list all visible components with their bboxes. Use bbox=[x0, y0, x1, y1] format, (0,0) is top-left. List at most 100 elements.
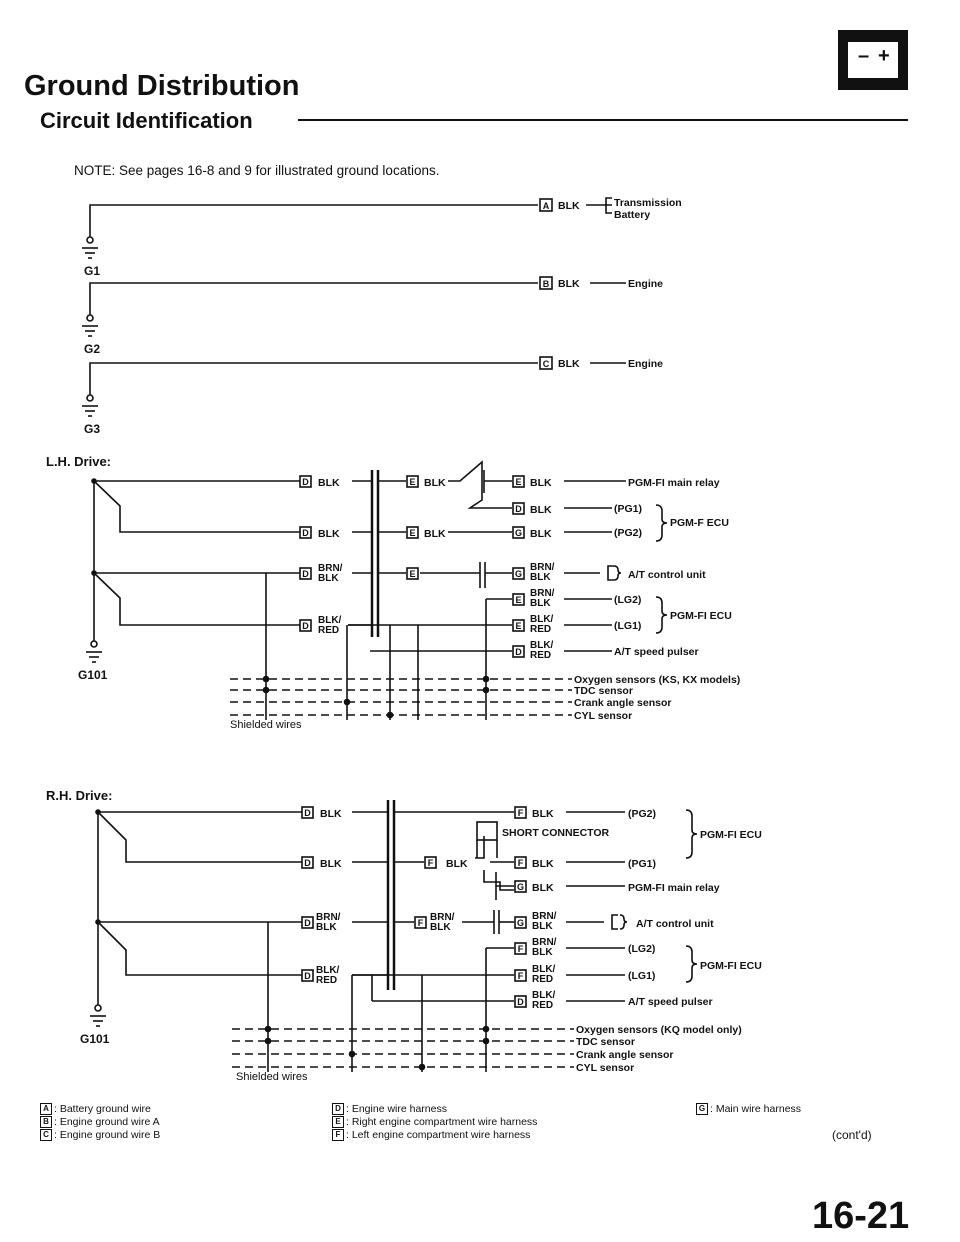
g1-wire: BLK bbox=[558, 200, 580, 212]
lh-mid-wire: BLK bbox=[424, 477, 446, 489]
lh-right-wire: RED bbox=[530, 624, 551, 635]
legend-item: C: Engine ground wire B bbox=[40, 1129, 160, 1142]
lh-wire: RED bbox=[318, 625, 339, 636]
lh-right-wire: BLK bbox=[530, 504, 552, 516]
rh-wire: BLK/ bbox=[316, 965, 340, 976]
rh-dest: A/T control unit bbox=[636, 918, 714, 930]
lh-right-wire: BLK bbox=[530, 572, 551, 583]
legend-col-1: A: Battery ground wire B: Engine ground … bbox=[40, 1103, 160, 1142]
rh-right-wire: BLK bbox=[532, 858, 554, 870]
g2-label: G2 bbox=[84, 342, 101, 356]
lh-left-code: D bbox=[302, 528, 309, 538]
note-text: NOTE: See pages 16-8 and 9 for illustrat… bbox=[74, 163, 440, 178]
lh-left-code: D bbox=[302, 569, 309, 579]
lh-shielded-label: Shielded wires bbox=[230, 719, 302, 731]
lh-mid-wire: BLK bbox=[424, 528, 446, 540]
lh-dest: (LG1) bbox=[614, 620, 641, 632]
lh-wire: BRN/ bbox=[318, 563, 343, 574]
rh-dest: (PG2) bbox=[628, 808, 656, 820]
legend-item: F: Left engine compartment wire harness bbox=[332, 1129, 537, 1142]
code-c: C bbox=[543, 359, 550, 369]
rh-shield: Oxygen sensors (KQ model only) bbox=[576, 1024, 742, 1036]
lh-mid-code: E bbox=[409, 569, 415, 579]
rh-left-code: D bbox=[304, 858, 311, 868]
page-title: Ground Distribution bbox=[24, 70, 300, 102]
lh-right-wire: BRN/ bbox=[530, 562, 555, 573]
lh-shield: CYL sensor bbox=[574, 710, 632, 722]
g2-dest: Engine bbox=[628, 278, 663, 290]
g3-label: G3 bbox=[84, 422, 101, 436]
rh-shield: CYL sensor bbox=[576, 1062, 634, 1074]
rh-drive-circuit bbox=[90, 800, 698, 1072]
page-number: 16-21 bbox=[812, 1195, 910, 1237]
battery-icon: – + bbox=[838, 30, 908, 90]
lh-dest: A/T control unit bbox=[628, 569, 706, 581]
lh-drive-heading: L.H. Drive: bbox=[46, 454, 112, 469]
rh-mid-wire: BLK bbox=[430, 922, 451, 933]
rh-dest: PGM-FI ECU bbox=[700, 960, 762, 972]
g1-dest-transmission: Transmission bbox=[614, 197, 682, 209]
ground-g1 bbox=[82, 197, 612, 259]
g1-dest-battery: Battery bbox=[614, 209, 650, 221]
rh-dest: (LG2) bbox=[628, 943, 655, 955]
legend-col-3: G: Main wire harness bbox=[696, 1103, 801, 1116]
rh-short-connector: SHORT CONNECTOR bbox=[502, 827, 610, 839]
lh-left-code: D bbox=[302, 477, 309, 487]
lh-dest: (PG2) bbox=[614, 527, 642, 539]
rh-drive-heading: R.H. Drive: bbox=[46, 788, 113, 803]
lh-shield: Crank angle sensor bbox=[574, 697, 671, 709]
rh-shield: Crank angle sensor bbox=[576, 1049, 673, 1061]
section-subtitle: Circuit Identification bbox=[40, 108, 253, 133]
lh-right-wire: BRN/ bbox=[530, 588, 555, 599]
g1-label: G1 bbox=[84, 264, 101, 278]
ground-g3 bbox=[82, 356, 626, 417]
rh-shield: TDC sensor bbox=[576, 1036, 635, 1048]
code-b: B bbox=[543, 279, 550, 289]
rh-right-wire: BLK bbox=[532, 882, 554, 894]
rh-dest: PGM-FI ECU bbox=[700, 829, 762, 841]
legend-item: B: Engine ground wire A bbox=[40, 1116, 160, 1129]
lh-dest: A/T speed pulser bbox=[614, 646, 699, 658]
legend-item: A: Battery ground wire bbox=[40, 1103, 160, 1116]
legend-item: D: Engine wire harness bbox=[332, 1103, 537, 1116]
lh-ground-label: G101 bbox=[78, 668, 108, 682]
lh-mid-code: E bbox=[409, 477, 415, 487]
lh-right-wire: BLK/ bbox=[530, 640, 554, 651]
lh-left-code: D bbox=[302, 621, 309, 631]
lh-right-wire: BLK bbox=[530, 598, 551, 609]
ground-g2 bbox=[82, 276, 626, 337]
lh-right-code: G bbox=[515, 569, 522, 579]
lh-right-wire: RED bbox=[530, 650, 551, 661]
lh-right-wire: BLK bbox=[530, 528, 552, 540]
g3-dest: Engine bbox=[628, 358, 663, 370]
rh-dest: (PG1) bbox=[628, 858, 656, 870]
legend-item: G: Main wire harness bbox=[696, 1103, 801, 1116]
rh-shielded-label: Shielded wires bbox=[236, 1071, 308, 1083]
rh-left-code: D bbox=[304, 971, 311, 981]
lh-dest: PGM-FI main relay bbox=[628, 477, 720, 489]
lh-wire: BLK bbox=[318, 573, 339, 584]
lh-mid-code: E bbox=[409, 528, 415, 538]
rh-right-wire: RED bbox=[532, 1000, 553, 1011]
rh-right-wire: BRN/ bbox=[532, 911, 557, 922]
rh-dest: (LG1) bbox=[628, 970, 655, 982]
lh-shield: TDC sensor bbox=[574, 685, 633, 697]
continued-label: (cont'd) bbox=[832, 1128, 872, 1142]
rh-right-code: G bbox=[517, 918, 524, 928]
legend-col-2: D: Engine wire harness E: Right engine c… bbox=[332, 1103, 537, 1142]
lh-wire: BLK/ bbox=[318, 615, 342, 626]
rh-right-code: F bbox=[518, 944, 524, 954]
rh-right-wire: BLK/ bbox=[532, 964, 556, 975]
g2-wire: BLK bbox=[558, 278, 580, 290]
rh-right-wire: BRN/ bbox=[532, 937, 557, 948]
rh-left-code: D bbox=[304, 808, 311, 818]
lh-right-wire: BLK bbox=[530, 477, 552, 489]
lh-right-code: E bbox=[515, 621, 521, 631]
rh-mid-code: F bbox=[418, 918, 424, 928]
rh-right-wire: BLK bbox=[532, 808, 554, 820]
code-a: A bbox=[543, 201, 550, 211]
g3-wire: BLK bbox=[558, 358, 580, 370]
lh-right-code: E bbox=[515, 595, 521, 605]
lh-right-code: G bbox=[515, 528, 522, 538]
